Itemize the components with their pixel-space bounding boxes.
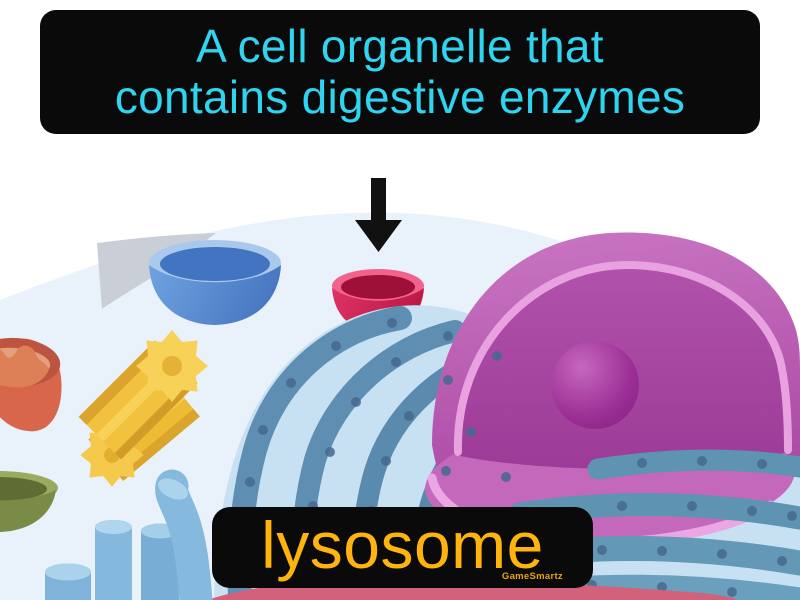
- nucleolus: [551, 341, 639, 429]
- watermark-text: GameSmartz: [501, 571, 563, 582]
- mitochondrion: [0, 337, 62, 432]
- definition-line-1: A cell organelle that: [196, 20, 604, 72]
- vacuole: [0, 471, 58, 532]
- term-text: lysosome: [261, 507, 544, 582]
- down-arrow-icon: [355, 178, 402, 252]
- centrioles: [78, 330, 208, 487]
- microtubules: [45, 469, 213, 600]
- term-label: lysosome GameSmartz: [212, 507, 593, 588]
- definition-banner: A cell organelle that contains digestive…: [40, 10, 760, 134]
- vesicle: [149, 240, 281, 325]
- definition-line-2: contains digestive enzymes: [114, 71, 686, 123]
